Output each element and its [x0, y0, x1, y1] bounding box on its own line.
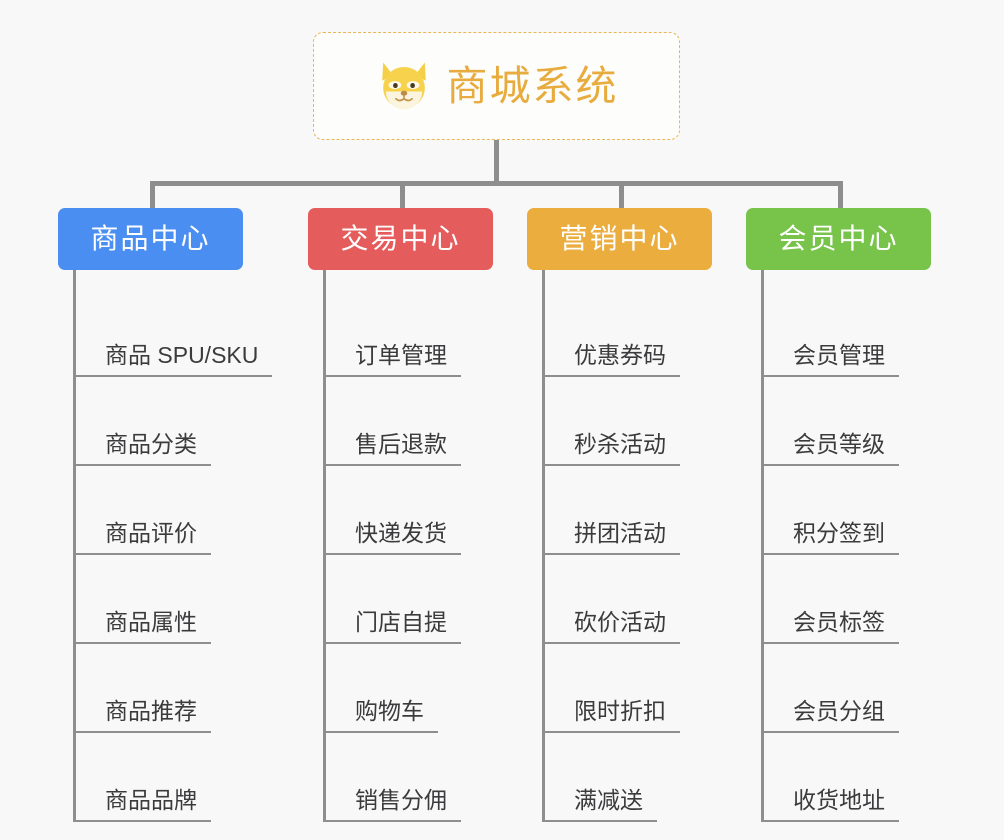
tree-item-label: 砍价活动 — [542, 609, 680, 644]
connector-root-stem — [494, 140, 499, 184]
tree-item[interactable]: 商品品牌 — [73, 733, 243, 822]
tree-item[interactable]: 限时折扣 — [542, 644, 712, 733]
tree-item[interactable]: 秒杀活动 — [542, 377, 712, 466]
tree-item-label: 会员等级 — [761, 431, 899, 466]
subtree-product-center: 商品 SPU/SKU 商品分类商品评价商品属性商品推荐商品品牌 — [73, 270, 273, 822]
column-product-center: 商品中心商品 SPU/SKU 商品分类商品评价商品属性商品推荐商品品牌 — [58, 208, 273, 822]
tree-item-label: 售后退款 — [323, 431, 461, 466]
tree-item[interactable]: 会员等级 — [761, 377, 931, 466]
tree-item-label: 商品评价 — [73, 520, 211, 555]
tree-item-label: 积分签到 — [761, 520, 899, 555]
tree-item[interactable]: 收货地址 — [761, 733, 931, 822]
subtree-trade-center: 订单管理售后退款快递发货门店自提购物车销售分佣 — [323, 270, 493, 822]
tree-item[interactable]: 订单管理 — [323, 288, 493, 377]
tree-item-label: 会员标签 — [761, 609, 899, 644]
tree-item[interactable]: 砍价活动 — [542, 555, 712, 644]
tree-item-label: 快递发货 — [323, 520, 461, 555]
tree-spine-trade-center — [323, 270, 326, 822]
tree-item-label: 订单管理 — [323, 342, 461, 377]
tree-item-label: 收货地址 — [761, 787, 899, 822]
connector-drop-member-center — [838, 181, 843, 209]
tree-spine-product-center — [73, 270, 76, 822]
column-trade-center: 交易中心订单管理售后退款快递发货门店自提购物车销售分佣 — [308, 208, 493, 822]
connector-horizontal-bus — [150, 181, 839, 186]
subtree-member-center: 会员管理会员等级积分签到会员标签会员分组收货地址 — [761, 270, 931, 822]
column-member-center: 会员中心会员管理会员等级积分签到会员标签会员分组收货地址 — [746, 208, 931, 822]
tree-item-label: 商品分类 — [73, 431, 211, 466]
root-title: 商城系统 — [446, 62, 619, 109]
tree-item[interactable]: 快递发货 — [323, 466, 493, 555]
category-box-trade-center[interactable]: 交易中心 — [308, 208, 493, 270]
root-node[interactable]: 商城系统 — [313, 32, 680, 140]
tree-item[interactable]: 商品属性 — [73, 555, 243, 644]
category-label: 会员中心 — [778, 223, 899, 254]
tree-item-label: 会员管理 — [761, 342, 899, 377]
tree-item[interactable]: 优惠券码 — [542, 288, 712, 377]
column-marketing-center: 营销中心优惠券码秒杀活动拼团活动砍价活动限时折扣满减送 — [527, 208, 712, 822]
tree-item[interactable]: 销售分佣 — [323, 733, 493, 822]
tree-item[interactable]: 拼团活动 — [542, 466, 712, 555]
tree-item[interactable]: 会员管理 — [761, 288, 931, 377]
tree-item[interactable]: 购物车 — [323, 644, 493, 733]
tree-item-label: 秒杀活动 — [542, 431, 680, 466]
tree-item-label: 会员分组 — [761, 698, 899, 733]
connector-drop-marketing-center — [619, 181, 624, 209]
tree-item[interactable]: 商品 SPU/SKU — [73, 288, 273, 377]
category-label: 交易中心 — [340, 223, 461, 254]
tree-item[interactable]: 商品分类 — [73, 377, 243, 466]
subtree-marketing-center: 优惠券码秒杀活动拼团活动砍价活动限时折扣满减送 — [542, 270, 712, 822]
tree-item[interactable]: 商品评价 — [73, 466, 243, 555]
tree-spine-marketing-center — [542, 270, 545, 822]
tree-item-label: 购物车 — [323, 698, 438, 733]
tree-item[interactable]: 会员分组 — [761, 644, 931, 733]
tree-item[interactable]: 会员标签 — [761, 555, 931, 644]
category-box-marketing-center[interactable]: 营销中心 — [527, 208, 712, 270]
tree-item[interactable]: 积分签到 — [761, 466, 931, 555]
tree-item[interactable]: 满减送 — [542, 733, 712, 822]
tree-item[interactable]: 售后退款 — [323, 377, 493, 466]
shiba-dog-icon — [381, 62, 426, 110]
category-label: 营销中心 — [559, 223, 680, 254]
category-box-product-center[interactable]: 商品中心 — [58, 208, 243, 270]
tree-item-label: 限时折扣 — [542, 698, 680, 733]
tree-item-label: 商品品牌 — [73, 787, 211, 822]
tree-item-label: 商品 SPU/SKU — [73, 342, 273, 377]
tree-item[interactable]: 商品推荐 — [73, 644, 243, 733]
tree-item-label: 门店自提 — [323, 609, 461, 644]
tree-item-label: 优惠券码 — [542, 342, 680, 377]
tree-item[interactable]: 门店自提 — [323, 555, 493, 644]
tree-item-label: 商品推荐 — [73, 698, 211, 733]
category-box-member-center[interactable]: 会员中心 — [746, 208, 931, 270]
connector-drop-trade-center — [400, 181, 405, 209]
tree-spine-member-center — [761, 270, 764, 822]
category-label: 商品中心 — [90, 223, 211, 254]
tree-item-label: 拼团活动 — [542, 520, 680, 555]
tree-item-label: 销售分佣 — [323, 787, 461, 822]
tree-item-label: 满减送 — [542, 787, 657, 822]
connector-drop-product-center — [150, 181, 155, 209]
tree-item-label: 商品属性 — [73, 609, 211, 644]
